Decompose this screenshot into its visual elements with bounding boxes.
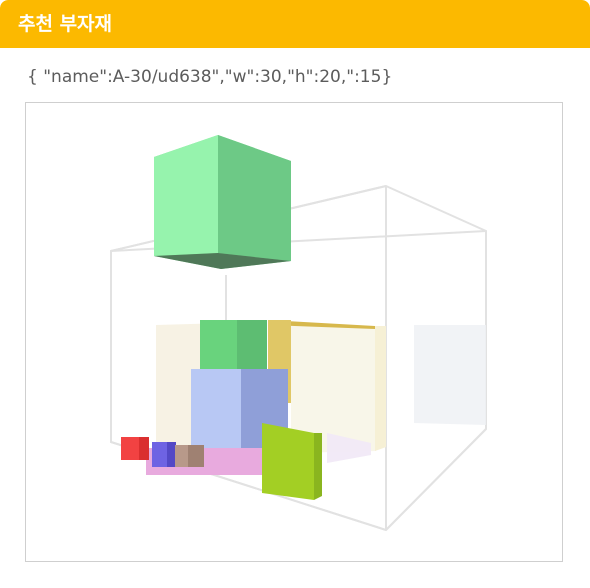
red-box	[121, 437, 149, 460]
brown-box	[175, 445, 204, 467]
floating-green-box	[154, 135, 291, 269]
lime-box	[262, 423, 322, 500]
panel-header: 추천 부자재	[0, 0, 590, 48]
pastel-boxes	[327, 326, 386, 463]
packing-3d-viewer[interactable]	[25, 102, 563, 562]
panel-title: 추천 부자재	[18, 13, 113, 35]
material-spec-text: { "name":A-30/ud638","w":30,"h":20,":15}	[27, 67, 393, 87]
packing-3d-scene	[110, 135, 487, 532]
mint-box	[200, 320, 267, 369]
purple-box	[152, 442, 176, 467]
